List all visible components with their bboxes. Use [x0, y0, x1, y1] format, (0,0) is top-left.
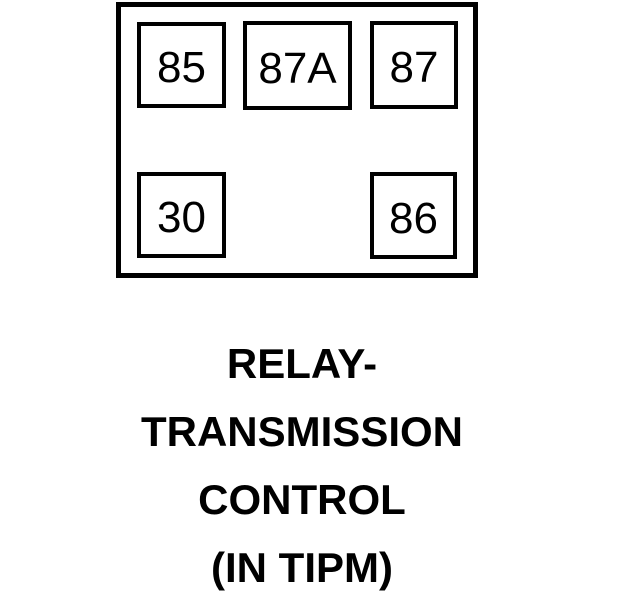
pin-terminal-87: 87: [370, 21, 458, 109]
pin-label-85: 85: [157, 43, 206, 92]
diagram-caption: RELAY- TRANSMISSION CONTROL (IN TIPM): [0, 330, 604, 600]
caption-line-3: CONTROL: [198, 476, 406, 523]
pin-label-87: 87: [389, 43, 439, 92]
caption-line-2: TRANSMISSION: [140, 408, 463, 455]
pin-terminal-86: 86: [370, 172, 457, 259]
pin-label-87a: 87A: [258, 43, 337, 93]
caption-line-4: (IN TIPM): [211, 544, 393, 591]
pin-label-30: 30: [157, 193, 206, 242]
pin-terminal-30: 30: [137, 172, 226, 258]
caption-line-1: RELAY-: [226, 340, 378, 387]
pin-label-86: 86: [389, 193, 438, 243]
pin-terminal-87a: 87A: [243, 21, 352, 110]
pin-terminal-85: 85: [137, 22, 226, 108]
